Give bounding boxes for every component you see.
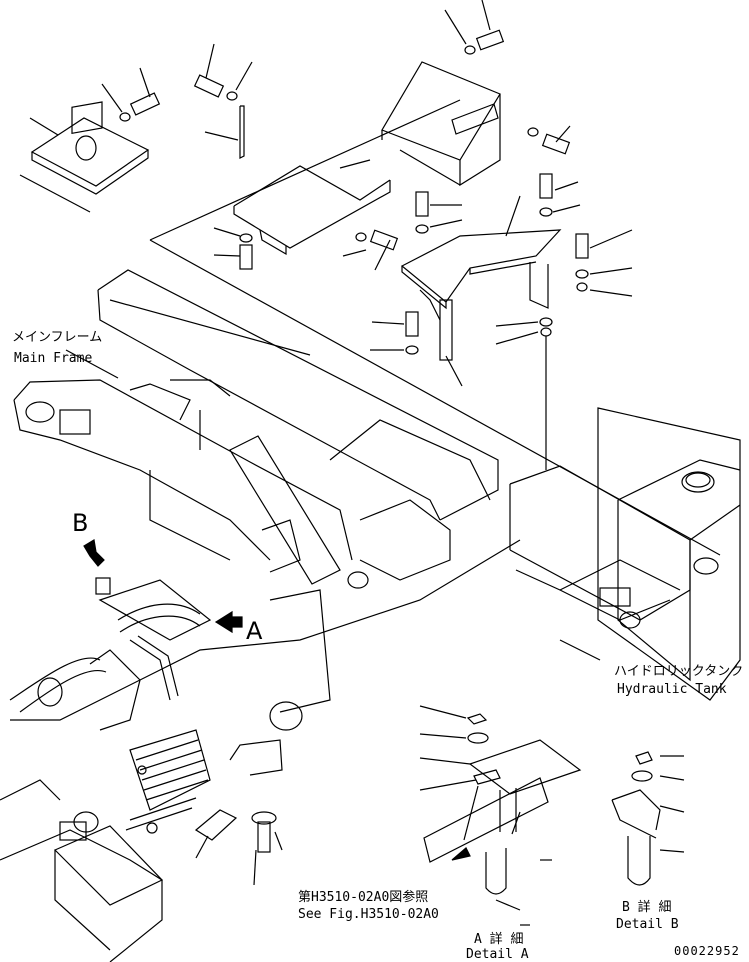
top-left-bolt	[101, 67, 161, 122]
main-frame	[10, 99, 721, 776]
main-frame-label-en: Main Frame	[14, 351, 93, 366]
hoses	[9, 577, 212, 731]
see-fig-label-en: See Fig.H3510-02A0	[298, 907, 439, 922]
top-left-cover	[19, 101, 150, 213]
detail-b-label-en: Detail B	[616, 917, 679, 932]
upper-cover-right-bolt	[527, 125, 571, 155]
upper-cover-box	[381, 61, 501, 187]
bracket-strip	[204, 105, 245, 159]
drawing-number: 00022952	[674, 944, 740, 958]
mid-bolts	[213, 227, 399, 271]
detail-b-label-jp: B 詳 細	[622, 900, 672, 915]
detail-a-label-jp: A 詳 細	[474, 932, 524, 947]
detail-a-label-en: Detail A	[466, 947, 529, 962]
lower-cover-tray	[233, 159, 391, 256]
hydraulic-tank-label-en: Hydraulic Tank	[617, 682, 727, 697]
detail-a	[419, 705, 582, 911]
upper-cover-bolts	[193, 0, 505, 101]
lower-left-frame	[0, 779, 164, 962]
leader-lines	[65, 349, 601, 926]
hydraulic-tank-label-jp: ハイドロリックタンク	[614, 664, 744, 679]
view-a-label: A	[246, 617, 263, 645]
view-b-label: B	[72, 509, 89, 537]
view-b-arrow	[83, 539, 105, 567]
tank-bracket	[370, 195, 562, 470]
detail-b	[611, 751, 685, 886]
cooler-core	[125, 729, 211, 834]
tank-bracket-bolts	[415, 173, 633, 297]
lower-bolt	[194, 809, 283, 886]
hydraulic-tank	[509, 407, 741, 701]
view-a-arrow	[214, 610, 243, 634]
main-frame-label-jp: メインフレーム	[12, 330, 103, 345]
see-fig-label-jp: 第H3510-02A0図参照	[298, 890, 429, 905]
